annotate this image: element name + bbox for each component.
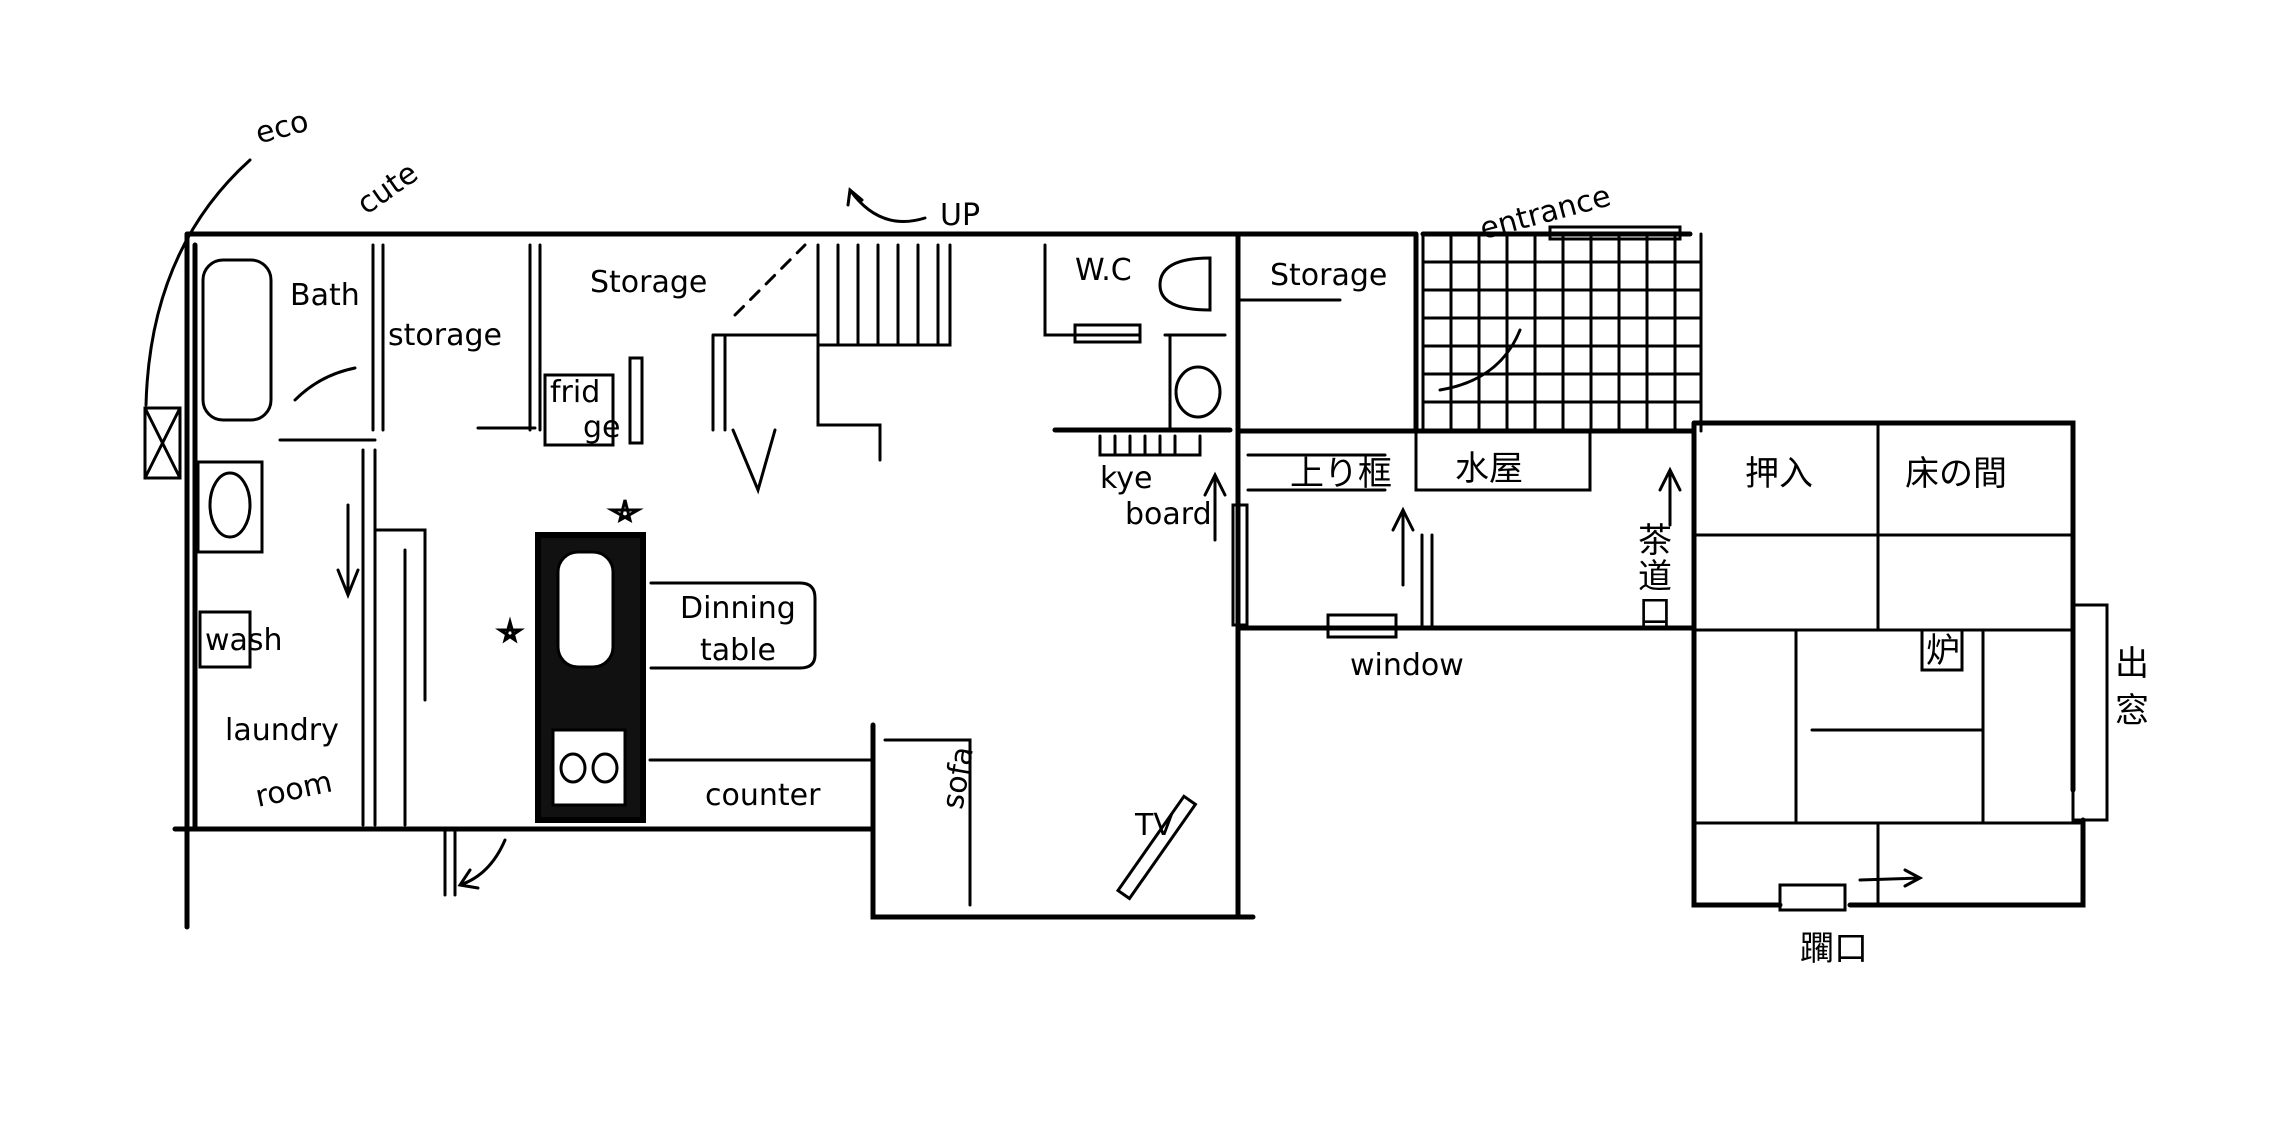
entrance-tiles bbox=[1421, 232, 1703, 433]
washbasin bbox=[196, 460, 264, 554]
label-sadouguchi-1: 茶 bbox=[1638, 521, 1672, 561]
label-tokonoma: 床の間 bbox=[1905, 454, 2007, 494]
entrance-door bbox=[1548, 225, 1682, 241]
stairs bbox=[711, 187, 952, 495]
label-key-2: board bbox=[1125, 497, 1212, 532]
toilet bbox=[1158, 256, 1212, 312]
sink bbox=[1174, 365, 1222, 419]
dining-table bbox=[649, 581, 817, 670]
sliding-door bbox=[1231, 503, 1249, 627]
label-bath: Bath bbox=[290, 278, 360, 313]
fridge bbox=[543, 373, 615, 447]
label-ro: 炉 bbox=[1926, 631, 1960, 671]
label-tv: TV bbox=[1134, 808, 1174, 843]
label-sadouguchi-3: 口 bbox=[1638, 593, 1672, 633]
label-dining-2: table bbox=[700, 633, 776, 668]
label-demado-1: 出 bbox=[2115, 644, 2149, 684]
demado-window bbox=[2071, 603, 2109, 822]
label-eco: eco bbox=[252, 104, 313, 152]
label-sadouguchi-2: 道 bbox=[1638, 557, 1672, 597]
label-sofa: sofa bbox=[936, 744, 981, 812]
label-wc: W.C bbox=[1075, 253, 1132, 288]
hearth bbox=[1920, 628, 1964, 672]
label-laundry-2: room bbox=[252, 765, 335, 815]
label-entrance: entrance bbox=[1476, 179, 1614, 247]
door-swing bbox=[1438, 328, 1522, 392]
sofa bbox=[883, 738, 972, 907]
label-agarikamachi: 上り框 bbox=[1290, 454, 1392, 494]
label-fridge-2: ge bbox=[583, 410, 621, 445]
label-fridge-1: frid bbox=[550, 375, 600, 410]
tv bbox=[1115, 794, 1198, 901]
label-counter: counter bbox=[705, 778, 821, 813]
label-cute: cute bbox=[351, 156, 425, 222]
walls bbox=[143, 158, 2109, 930]
label-window: window bbox=[1350, 648, 1464, 683]
label-wash: wash bbox=[205, 623, 283, 658]
label-oshiire: 押入 bbox=[1745, 454, 1813, 494]
key-board bbox=[1098, 434, 1202, 457]
label-storage-mid: Storage bbox=[1270, 258, 1387, 293]
label-laundry-1: laundry bbox=[225, 713, 339, 748]
label-mizuya: 水屋 bbox=[1455, 449, 1523, 489]
label-storage-kitchen: Storage bbox=[590, 265, 707, 300]
label-demado-2: 窓 bbox=[2115, 691, 2149, 731]
window-frame bbox=[1326, 613, 1398, 639]
label-key-1: kye bbox=[1100, 461, 1153, 496]
bathtub bbox=[201, 258, 273, 422]
wc-door bbox=[1073, 323, 1142, 344]
label-nijiriguchi: 躙口 bbox=[1800, 929, 1868, 969]
label-up: UP bbox=[940, 198, 980, 233]
eco-cute-unit bbox=[143, 406, 182, 480]
tatami-lines bbox=[1692, 421, 2085, 907]
label-dining-1: Dinning bbox=[680, 591, 796, 626]
washer bbox=[198, 610, 252, 669]
label-storage-small: storage bbox=[388, 318, 502, 353]
nijiriguchi-door bbox=[1778, 883, 1847, 912]
